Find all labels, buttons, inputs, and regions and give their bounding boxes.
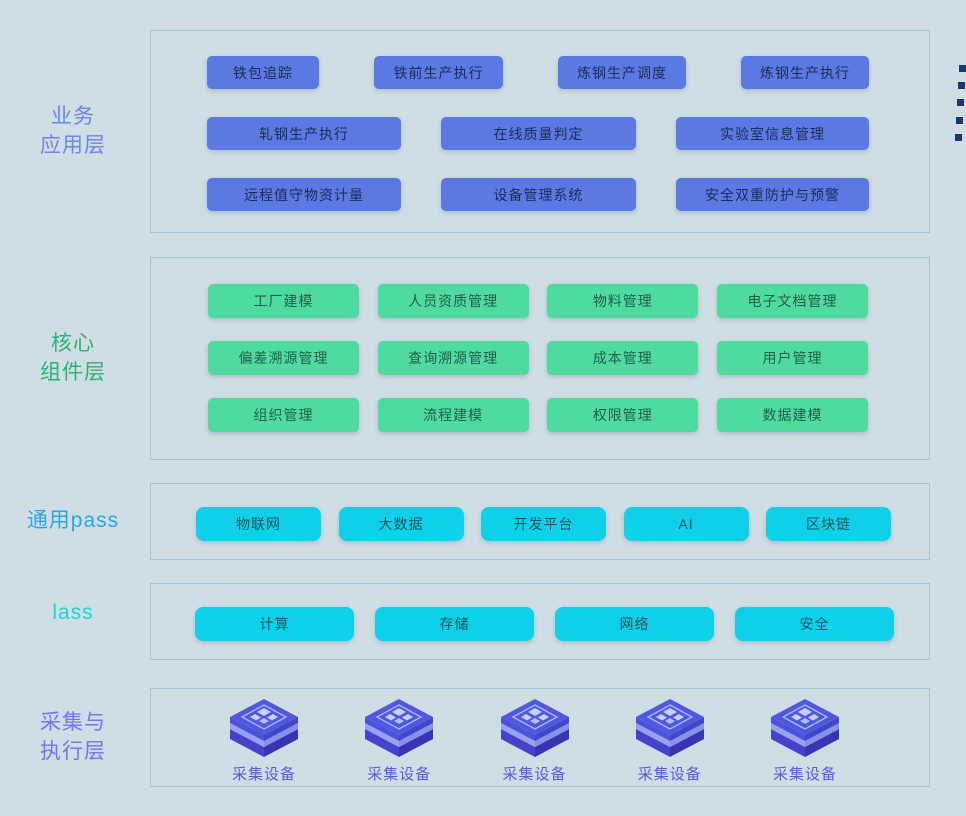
button-row: 远程值守物资计量 设备管理系统 安全双重防护与预警 [207, 178, 869, 211]
component-button[interactable]: 用户管理 [716, 341, 868, 375]
paas-button[interactable]: 物联网 [196, 507, 321, 541]
app-button[interactable]: 炼钢生产执行 [741, 56, 869, 89]
layer-label-line: 应用层 [40, 134, 106, 157]
app-button[interactable]: 安全双重防护与预警 [676, 178, 869, 211]
paas-button[interactable]: 开发平台 [481, 507, 606, 541]
paas-button[interactable]: 大数据 [338, 507, 464, 541]
layer-label-line: lass [52, 601, 94, 624]
device-label: 采集设备 [502, 766, 567, 783]
app-button[interactable]: 设备管理系统 [441, 178, 636, 211]
paas-button[interactable]: 区块链 [766, 507, 891, 541]
panel-common-paas: 物联网 大数据 开发平台 AI 区块链 [150, 483, 930, 560]
layer-label-collect: 采集与 执行层 [8, 708, 138, 766]
layer-label-line: 业务 [51, 105, 95, 128]
collection-device[interactable]: 采集设备 [214, 697, 314, 784]
panel-iaas: 计算 存储 网络 安全 [150, 583, 930, 660]
device-label: 采集设备 [231, 766, 296, 783]
iaas-button[interactable]: 网络 [555, 607, 714, 641]
device-label: 采集设备 [637, 766, 702, 783]
layer-label-core: 核心 组件层 [8, 329, 138, 387]
app-button[interactable]: 远程值守物资计量 [207, 178, 401, 211]
iaas-button[interactable]: 安全 [735, 607, 894, 641]
component-button[interactable]: 权限管理 [547, 398, 699, 432]
edge-dot [957, 99, 964, 106]
panel-core-components: 工厂建模 人员资质管理 物料管理 电子文档管理 偏差溯源管理 查询溯源管理 成本… [150, 257, 930, 460]
collection-device[interactable]: 采集设备 [620, 697, 720, 784]
edge-dot [958, 82, 965, 89]
layer-label-line: 通用pass [26, 509, 120, 532]
panel-business-application: 铁包追踪 铁前生产执行 炼钢生产调度 炼钢生产执行 轧钢生产执行 在线质量判定 … [150, 30, 930, 233]
device-label: 采集设备 [367, 766, 432, 783]
layer-label-business: 业务 应用层 [8, 102, 138, 160]
device-cube-icon [365, 699, 434, 757]
button-row: 工厂建模 人员资质管理 物料管理 电子文档管理 [208, 284, 868, 318]
iaas-button[interactable]: 存储 [375, 607, 534, 641]
app-button[interactable]: 在线质量判定 [441, 117, 636, 150]
device-cube-icon [771, 699, 839, 757]
app-button[interactable]: 铁包追踪 [207, 56, 319, 89]
app-button[interactable]: 炼钢生产调度 [558, 56, 686, 89]
collection-device[interactable]: 采集设备 [349, 697, 449, 784]
panel-collection-execution: 采集设备 采集设备 [150, 688, 930, 787]
app-button[interactable]: 铁前生产执行 [374, 56, 503, 89]
device-cube-icon [635, 699, 704, 757]
button-row: 偏差溯源管理 查询溯源管理 成本管理 用户管理 [208, 341, 868, 375]
device-row: 采集设备 采集设备 [214, 697, 855, 784]
layer-label-line: 核心 [51, 332, 95, 355]
collection-device[interactable]: 采集设备 [485, 697, 585, 784]
edge-dot [959, 65, 966, 72]
component-button[interactable]: 组织管理 [208, 398, 359, 432]
app-button[interactable]: 实验室信息管理 [676, 117, 869, 150]
app-button[interactable]: 轧钢生产执行 [207, 117, 401, 150]
layer-label-paas: 通用pass [8, 506, 138, 535]
edge-dot [955, 134, 962, 141]
edge-dot [956, 117, 963, 124]
component-button[interactable]: 查询溯源管理 [377, 341, 529, 375]
component-button[interactable]: 电子文档管理 [716, 284, 868, 318]
iaas-button[interactable]: 计算 [195, 607, 354, 641]
layer-label-line: 组件层 [40, 361, 106, 384]
component-button[interactable]: 人员资质管理 [377, 284, 529, 318]
component-button[interactable]: 偏差溯源管理 [208, 341, 359, 375]
button-row: 铁包追踪 铁前生产执行 炼钢生产调度 炼钢生产执行 [207, 56, 869, 89]
component-button[interactable]: 流程建模 [377, 398, 529, 432]
layer-label-line: 执行层 [40, 740, 106, 763]
collection-device[interactable]: 采集设备 [755, 697, 855, 784]
button-row: 组织管理 流程建模 权限管理 数据建模 [208, 398, 868, 432]
component-button[interactable]: 数据建模 [716, 398, 868, 432]
button-row: 物联网 大数据 开发平台 AI 区块链 [196, 507, 891, 541]
component-button[interactable]: 成本管理 [547, 341, 699, 375]
button-row: 轧钢生产执行 在线质量判定 实验室信息管理 [207, 117, 869, 150]
device-cube-icon [500, 699, 569, 757]
component-button[interactable]: 物料管理 [547, 284, 699, 318]
layer-label-line: 采集与 [40, 711, 106, 734]
paas-button[interactable]: AI [623, 507, 749, 541]
component-button[interactable]: 工厂建模 [208, 284, 359, 318]
layer-label-iaas: lass [8, 598, 138, 627]
device-cube-icon [230, 699, 298, 757]
button-row: 计算 存储 网络 安全 [195, 607, 894, 641]
device-label: 采集设备 [772, 766, 837, 783]
